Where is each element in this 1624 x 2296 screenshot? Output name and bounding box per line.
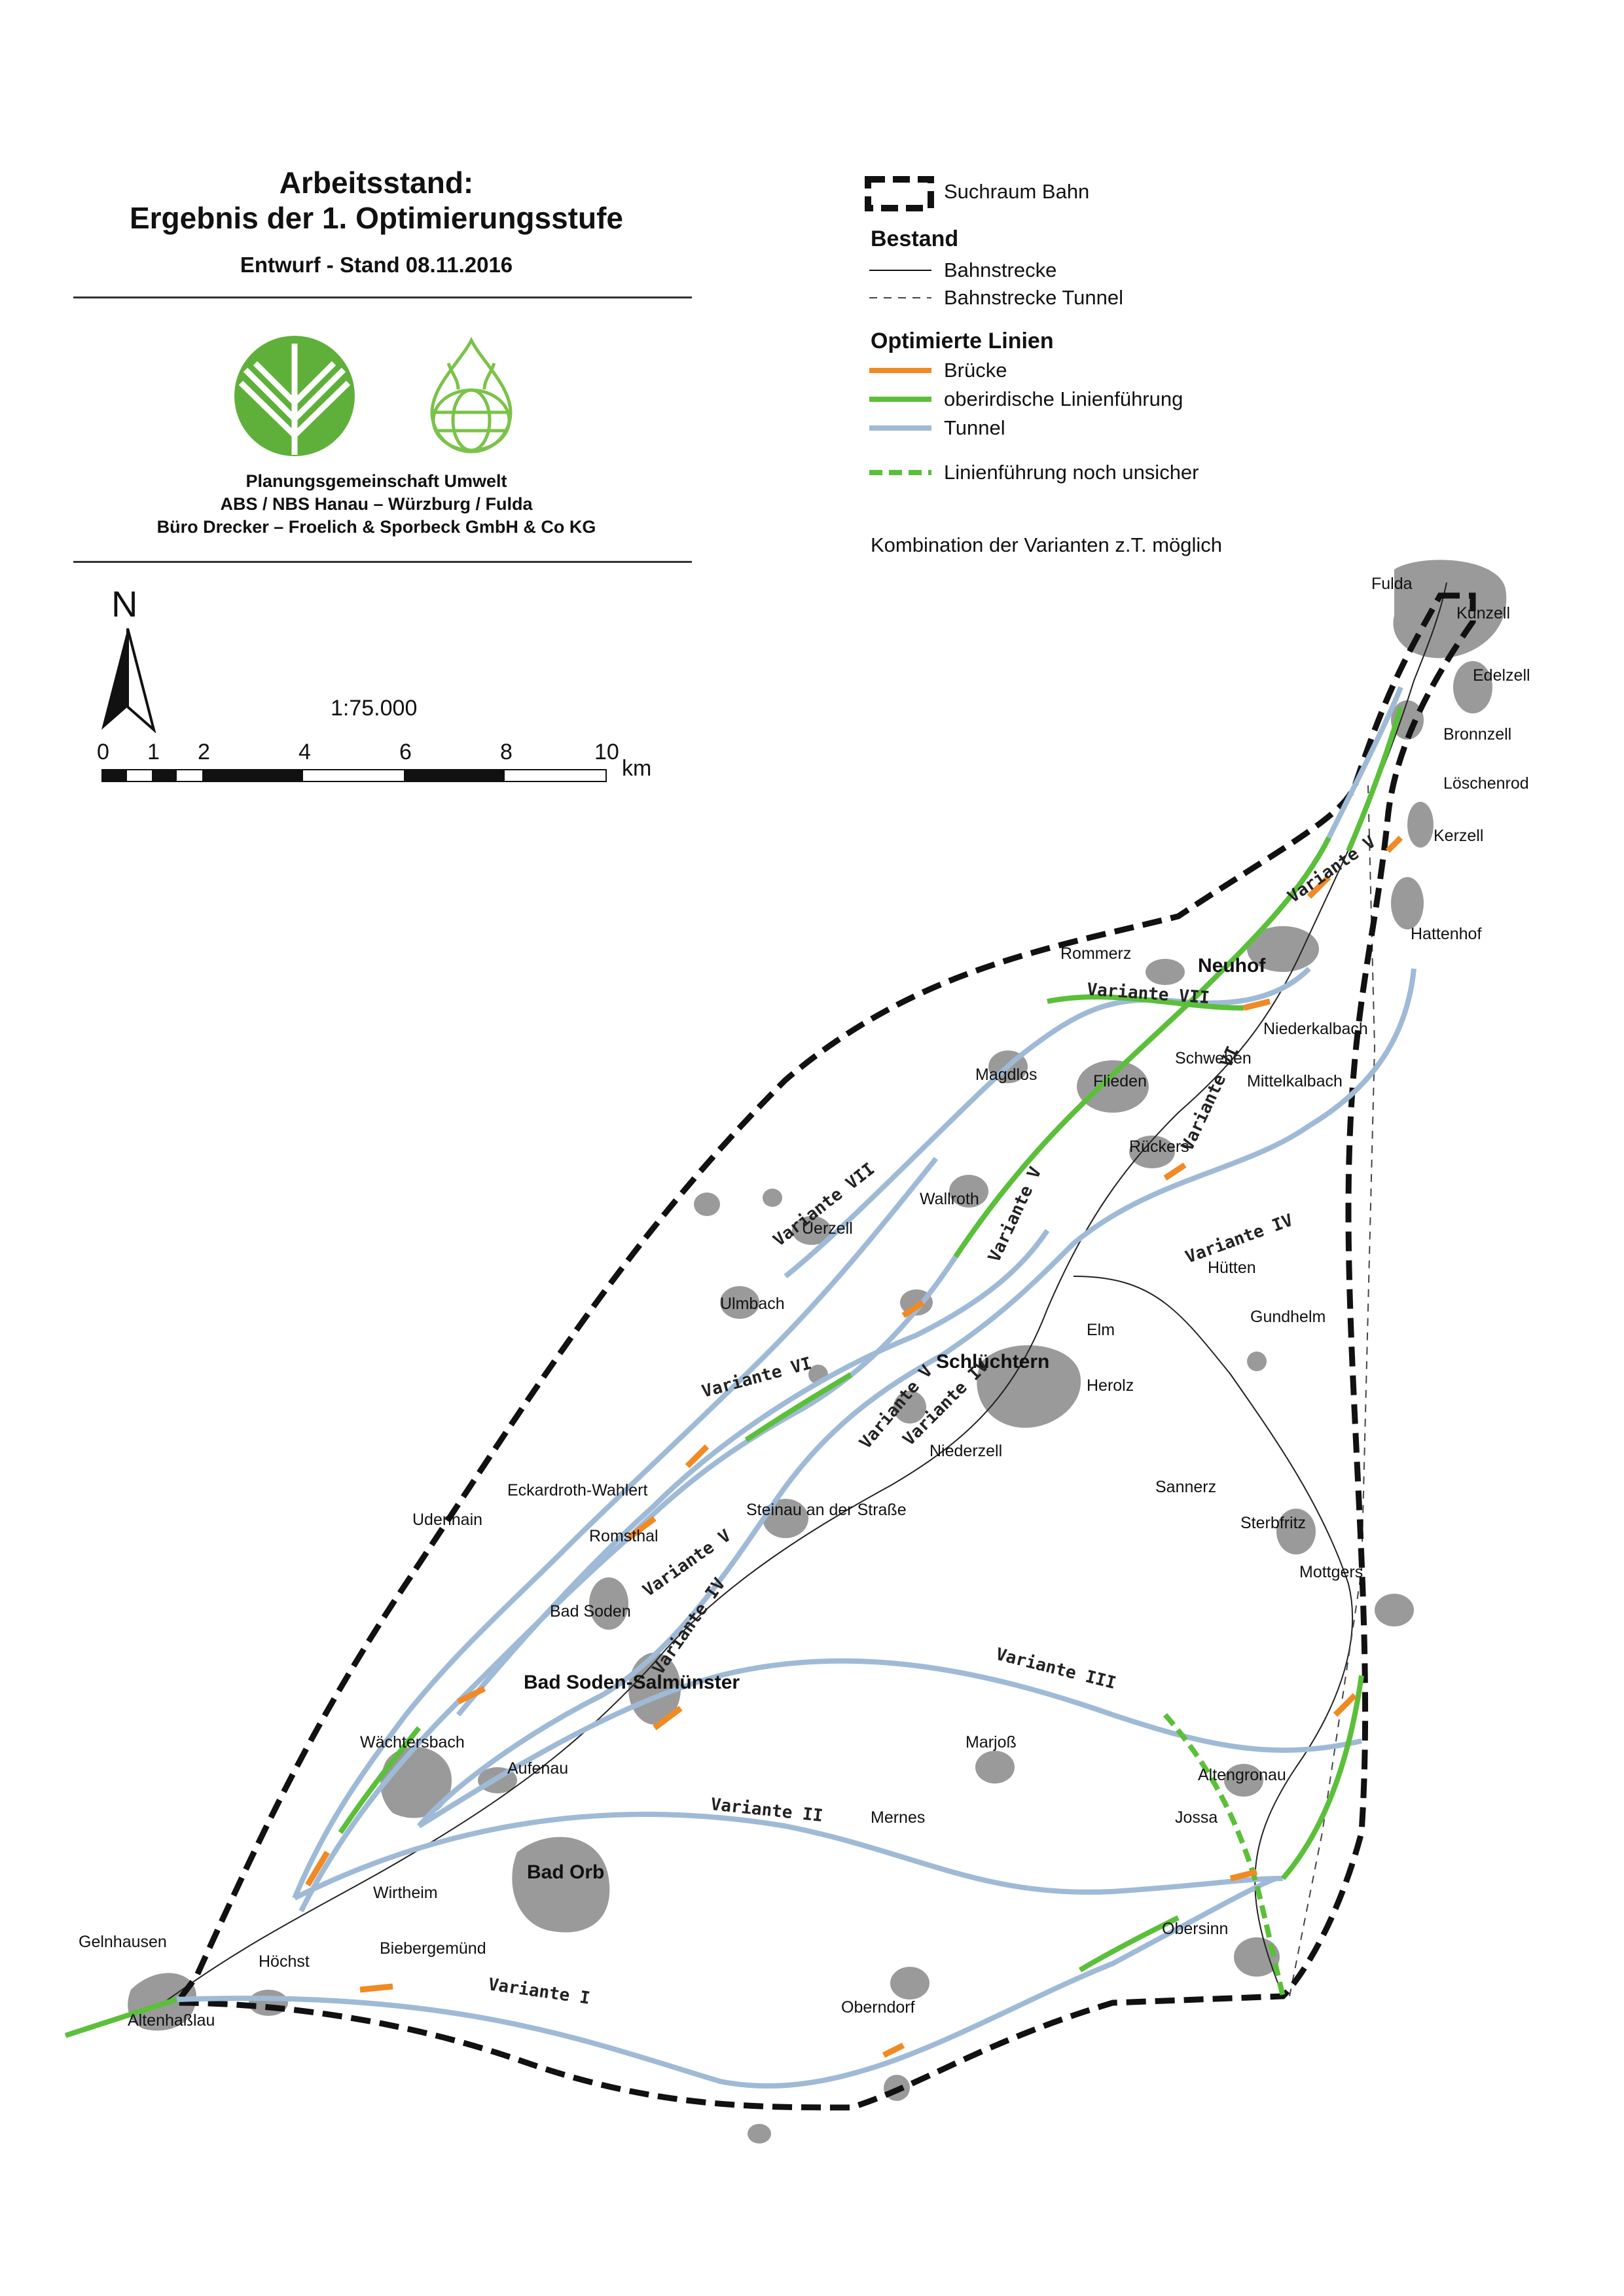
place-marjoss: Marjoß [965,1733,1017,1751]
place-mottgers: Mottgers [1299,1563,1363,1581]
place-oberndorf: Oberndorf [841,1998,915,2017]
scale-tick-10: 10 [594,740,619,764]
legend-tunnel-label: Tunnel [944,416,1005,439]
org-line-1: Planungsgemeinschaft Umwelt [245,471,507,491]
place-mernes: Mernes [871,1808,925,1827]
label-variante-1: Variante I [487,1975,591,2008]
place-eckardroth-wahlert: Eckardroth-Wahlert [507,1481,647,1499]
place-bad-soden: Bad Soden [550,1602,631,1621]
place-schweben: Schweben [1175,1049,1252,1067]
place-bronnzell: Bronnzell [1443,725,1511,744]
place-huetten: Hütten [1208,1259,1256,1277]
optimized-tunnel-lines [176,686,1416,2089]
org-line-2: ABS / NBS Hanau – Würzburg / Fulda [220,494,533,514]
scale-ratio: 1:75.000 [331,696,418,721]
scale-tick-2: 2 [198,740,210,764]
scale-unit: km [622,756,652,781]
place-niederkalbach: Niederkalbach [1263,1020,1368,1038]
scale-tick-8: 8 [500,740,513,764]
place-loeschenrod: Löschenrod [1443,774,1529,793]
place-uerzell: Uerzell [802,1219,853,1238]
optimized-bridge-segments [305,835,1403,2058]
place-rommerz: Rommerz [1060,944,1131,963]
suchraum-corridor [171,592,1476,2111]
place-kerzell: Kerzell [1434,827,1483,845]
place-steinau: Steinau an der Straße [746,1501,907,1519]
legend-bestand-symbols [869,270,931,298]
header-divider-top [73,296,692,298]
legend-note: Kombination der Varianten z.T. möglich [871,533,1223,556]
legend-bestand-title: Bestand [871,226,959,251]
place-gelnhausen: Gelnhausen [79,1933,167,1951]
legend-optimiert-symbols [869,368,931,475]
place-fulda: Fulda [1371,575,1413,593]
optimized-surface-lines [64,706,1403,2038]
header-divider-bottom [73,561,692,563]
place-bad-orb: Bad Orb [527,1861,604,1883]
north-label: N [111,583,138,624]
place-aufenau: Aufenau [507,1759,568,1778]
label-variante-5-fulda: Variante V [1284,832,1379,906]
scale-tick-0: 0 [97,740,109,764]
legend-unsicher-label: Linienführung noch unsicher [944,461,1199,484]
place-wallroth: Wallroth [920,1190,979,1208]
place-mittelkalbach: Mittelkalbach [1247,1072,1343,1090]
place-romsthal: Romsthal [589,1527,659,1545]
place-magdlos: Magdlos [975,1066,1038,1084]
place-altengronau: Altengronau [1198,1766,1286,1784]
map-title: Arbeitsstand: Ergebnis der 1. Optimierun… [72,165,681,236]
scale-tick-4: 4 [298,740,311,764]
water-globe-logo-icon [430,336,513,454]
org-line-3: Büro Drecker – Froelich & Sporbeck GmbH … [156,517,596,537]
legend-bruecke-label: Brücke [944,359,1007,382]
map-subtitle: Entwurf - Stand 08.11.2016 [240,253,513,277]
place-hattenhof: Hattenhof [1411,925,1481,943]
place-rueckers: Rückers [1129,1138,1189,1156]
legend-suchraum-label: Suchraum Bahn [944,180,1090,203]
legend-bahnstrecke-label: Bahnstrecke [944,259,1057,281]
place-biebergemuend: Biebergemünd [380,1939,486,1958]
place-niederzell: Niederzell [929,1442,1002,1460]
place-flieden: Flieden [1093,1072,1147,1090]
place-elm: Elm [1087,1321,1115,1339]
place-obersinn: Obersinn [1162,1920,1228,1938]
place-waechtersbach: Wächtersbach [360,1733,465,1751]
place-bad-soden-salmuenster: Bad Soden-Salmünster [524,1672,740,1693]
legend-optimiert-title: Optimierte Linien [871,329,1054,353]
place-sterbfritz: Sterbfritz [1240,1514,1306,1532]
scale-bar [101,769,607,782]
legend-oberirdisch-label: oberirdische Linienführung [944,387,1183,410]
place-hoechst: Höchst [259,1952,310,1971]
scale-tick-1: 1 [147,740,160,764]
legend-suchraum-symbol [865,176,934,211]
place-herolz: Herolz [1087,1376,1134,1395]
north-arrow-icon [101,628,156,733]
place-wirtheim: Wirtheim [373,1884,438,1902]
place-udenhain: Udenhain [412,1511,482,1529]
place-ulmbach: Ulmbach [720,1295,785,1313]
title-line-2: Ergebnis der 1. Optimierungsstufe [129,201,624,235]
place-schluechtern: Schlüchtern [936,1351,1049,1372]
scale-tick-6: 6 [399,740,412,764]
place-sannerz: Sannerz [1155,1478,1216,1496]
place-altenhasslau: Altenhaßlau [128,2011,215,2030]
bestand-tunnel [1289,785,1376,1997]
place-kuenzell: Künzell [1456,604,1510,622]
place-gundhelm: Gundhelm [1250,1308,1326,1326]
legend-bahnstrecke-tunnel-label: Bahnstrecke Tunnel [944,286,1124,309]
place-edelzell: Edelzell [1473,666,1530,685]
settlement-areas [128,560,1507,2144]
place-jossa: Jossa [1175,1808,1218,1827]
title-line-1: Arbeitsstand: [279,166,474,200]
place-neuhof: Neuhof [1198,955,1266,977]
forest-logo-icon [234,336,355,456]
